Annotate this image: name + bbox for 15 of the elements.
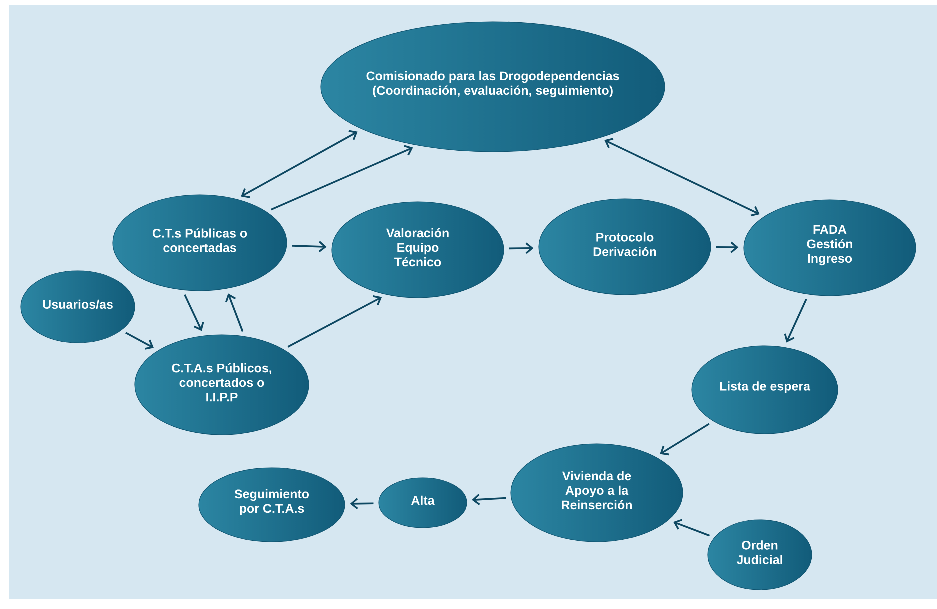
arrow <box>350 498 374 510</box>
arrow <box>472 494 506 506</box>
arrow <box>126 332 154 350</box>
arrow <box>270 145 414 211</box>
arrow <box>784 298 808 343</box>
arrow <box>241 130 358 198</box>
arrow <box>292 241 327 253</box>
arrow <box>716 242 739 254</box>
arrow <box>509 242 534 254</box>
arrow <box>604 138 760 217</box>
arrow <box>288 295 382 348</box>
arrow <box>674 519 710 537</box>
arrow <box>225 294 244 332</box>
arrow <box>660 423 710 456</box>
arrow <box>184 294 204 332</box>
